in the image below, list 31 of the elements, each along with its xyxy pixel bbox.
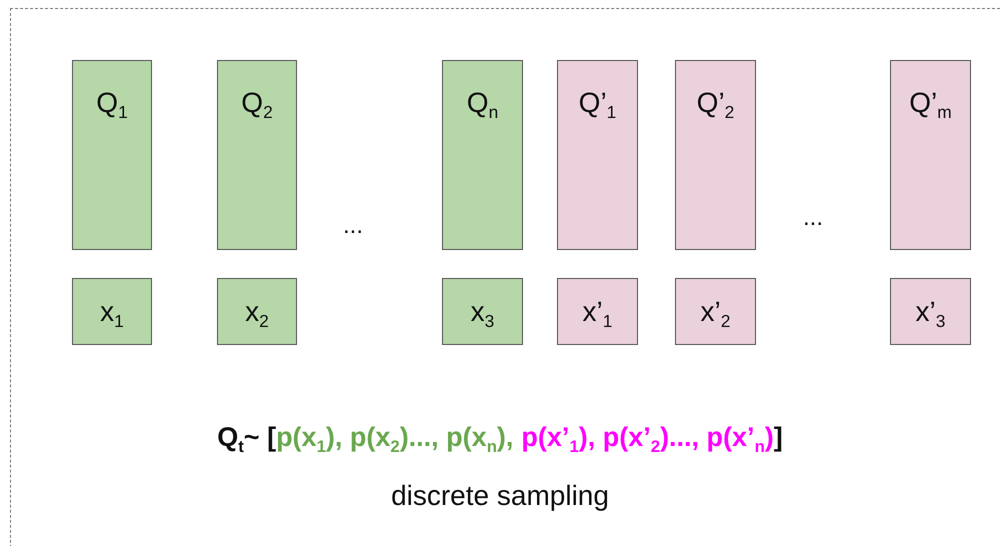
box-label: x’$_{3}$ — [916, 296, 946, 328]
ellipsis: ... — [803, 204, 824, 232]
short-box — [890, 278, 971, 345]
box-label: x$_{2}$ — [245, 296, 269, 328]
formula-text: ] — [774, 422, 783, 453]
formula-text: Q$_{t}$~ [ — [217, 422, 276, 453]
formula-text: p(x’$_{1}$), p(x’$_{2}$)..., p(x’$_{n}$) — [521, 422, 774, 453]
short-box — [442, 278, 523, 345]
box-label: x$_{3}$ — [470, 296, 494, 328]
box-label: Q’$_{2}$ — [696, 87, 734, 119]
formula-text: p(x$_{1}$), p(x$_{2}$)..., p(x$_{n}$), — [276, 422, 514, 453]
caption: discrete sampling — [390, 480, 610, 512]
box-label: x$_{1}$ — [100, 296, 124, 328]
box-label: Q’$_{1}$ — [578, 87, 616, 119]
ellipsis: ... — [343, 212, 364, 240]
short-box — [557, 278, 638, 345]
short-box — [72, 278, 152, 345]
short-box — [675, 278, 756, 345]
tall-box — [72, 60, 152, 250]
box-label: x’$_{1}$ — [582, 296, 612, 328]
tall-box — [557, 60, 638, 250]
box-label: Q$_{2}$ — [241, 87, 273, 119]
box-label: Q$_{n}$ — [466, 87, 498, 119]
tall-box — [890, 60, 971, 250]
box-label: x’$_{2}$ — [700, 296, 730, 328]
box-label: Q’$_{m}$ — [909, 87, 952, 119]
tall-box — [675, 60, 756, 250]
short-box — [217, 278, 297, 345]
tall-box — [217, 60, 297, 250]
box-label: Q$_{1}$ — [96, 87, 128, 119]
tall-box — [442, 60, 523, 250]
